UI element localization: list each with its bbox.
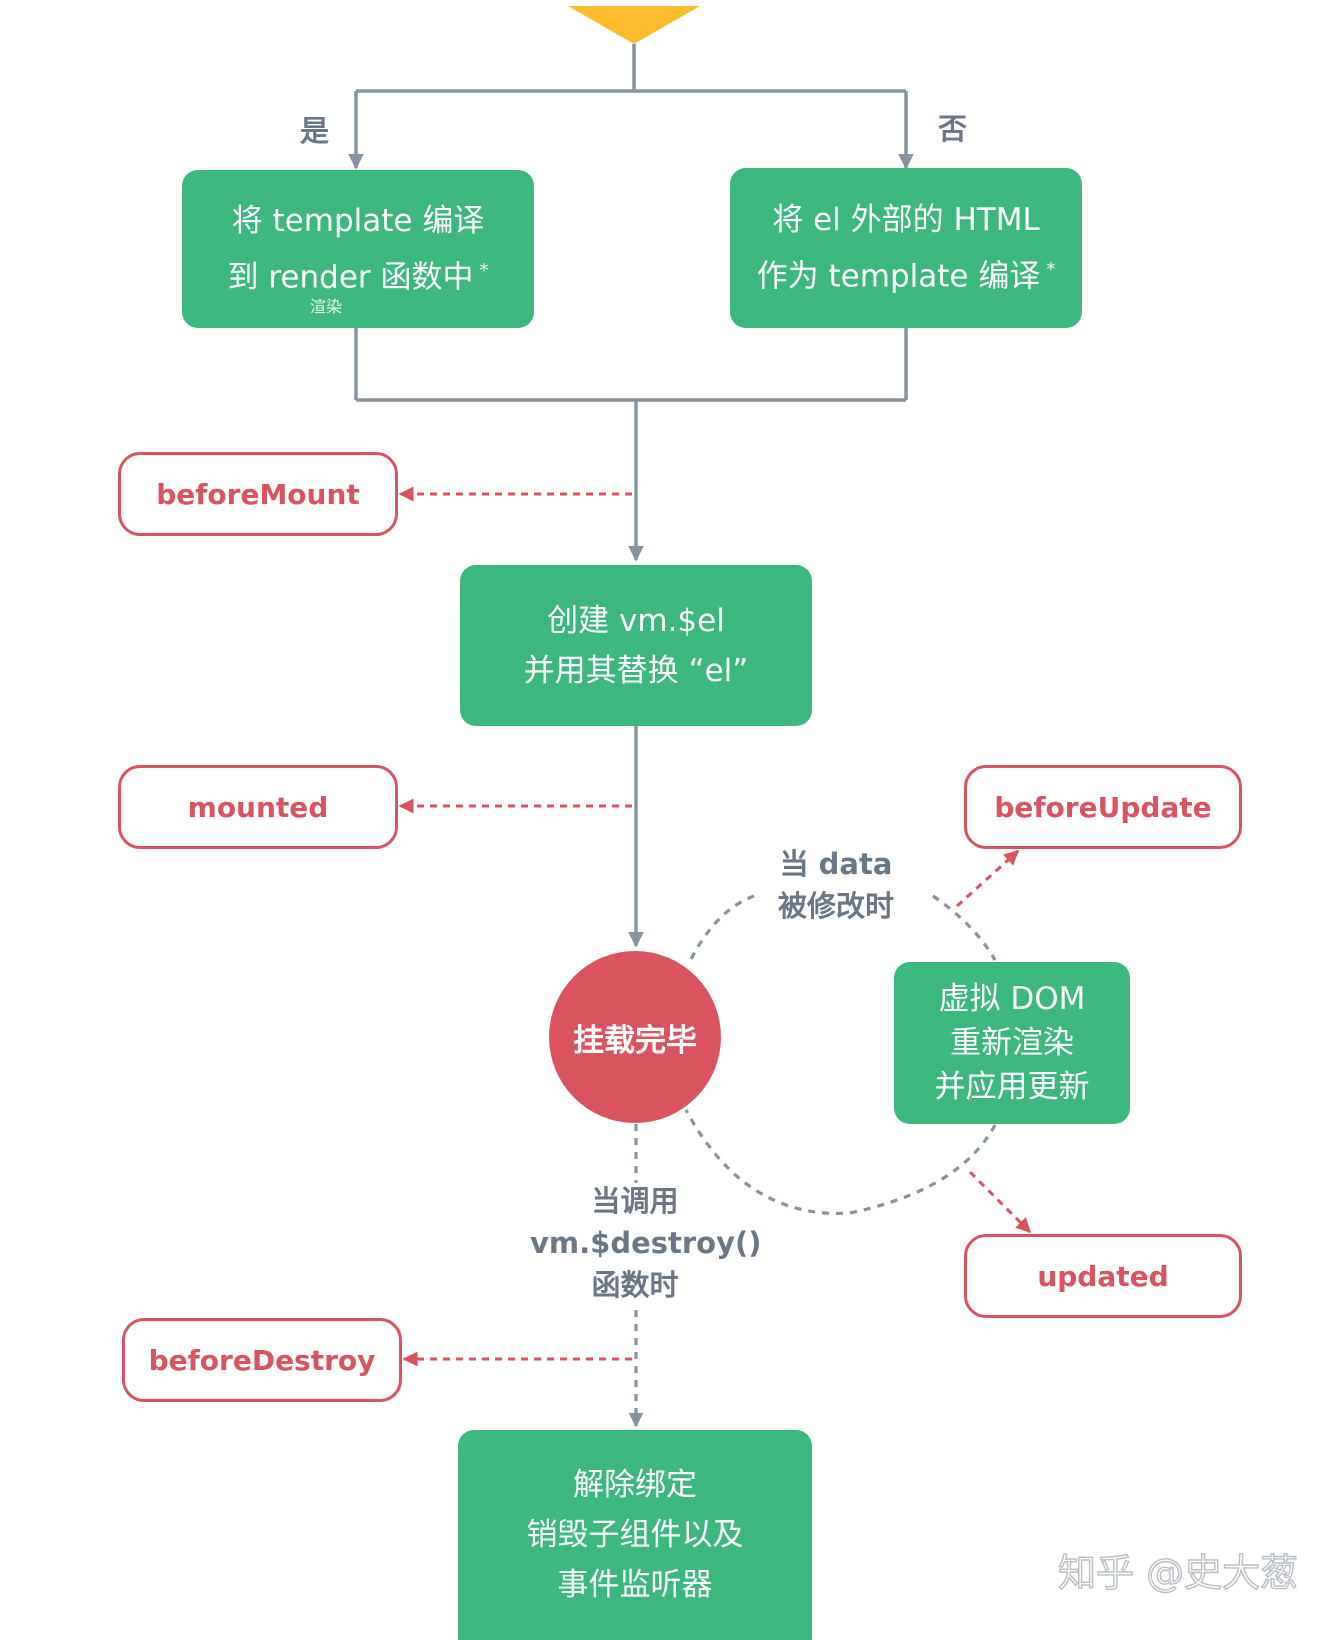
compile-template-line2: 到 render 函数中: [227, 259, 474, 296]
virtual-dom-box: 虚拟 DOM 重新渲染 并应用更新: [894, 962, 1130, 1124]
teardown-box: 解除绑定 销毁子组件以及 事件监听器: [458, 1430, 812, 1640]
update-loop: [628, 894, 997, 1428]
compile-outer-html-line1: 将 el 外部的 HTML: [772, 201, 1040, 238]
footnote-star: *: [1046, 258, 1056, 280]
compile-outer-html-line2: 作为 template 编译: [756, 258, 1041, 295]
create-el-box: 创建 vm.$el 并用其替换 “el”: [460, 565, 812, 726]
data-change-line1: 当 data: [779, 847, 893, 881]
virtual-dom-line3: 并应用更新: [934, 1069, 1090, 1105]
create-el-line2: 并用其替换 “el”: [523, 652, 749, 689]
teardown-line3: 事件监听器: [557, 1567, 713, 1603]
branch-lines: [348, 44, 914, 948]
render-note: 渲染: [310, 297, 343, 316]
data-change-line2: 被修改时: [778, 889, 895, 923]
zhihu-watermark: 知乎 @史大葱: [1057, 1550, 1299, 1595]
virtual-dom-line2: 重新渲染: [950, 1025, 1074, 1061]
decision-node-tip: [568, 6, 700, 44]
data-change-label: 当 data 被修改时: [778, 843, 894, 927]
no-label: 否: [938, 112, 968, 146]
destroy-call-line2: vm.$destroy(): [530, 1226, 762, 1260]
teardown-line1: 解除绑定: [573, 1467, 697, 1503]
hook-before-mount: beforeMount: [118, 452, 398, 536]
hook-before-destroy: beforeDestroy: [122, 1318, 402, 1402]
virtual-dom-line1: 虚拟 DOM: [938, 981, 1086, 1017]
hook-arrows: [398, 486, 1032, 1367]
hook-updated: updated: [964, 1234, 1242, 1318]
hook-mounted: mounted: [118, 765, 398, 849]
hook-before-update: beforeUpdate: [964, 765, 1242, 849]
yes-label: 是: [300, 114, 330, 148]
destroy-call-line3: 函数时: [591, 1268, 679, 1302]
create-el-line1: 创建 vm.$el: [547, 602, 725, 639]
teardown-line2: 销毁子组件以及: [526, 1517, 744, 1553]
compile-outer-html-box: 将 el 外部的 HTML 作为 template 编译*: [730, 168, 1082, 328]
destroy-call-label: 当调用 vm.$destroy() 函数时: [530, 1180, 762, 1306]
destroy-call-line1: 当调用: [591, 1184, 679, 1218]
mounted-state-circle: 挂载完毕: [549, 951, 721, 1123]
compile-template-line1: 将 template 编译: [231, 202, 485, 239]
compile-template-box: 将 template 编译 到 render 函数中*: [182, 170, 534, 328]
footnote-star: *: [479, 259, 489, 281]
mounted-state-label: 挂载完毕: [573, 1022, 697, 1059]
